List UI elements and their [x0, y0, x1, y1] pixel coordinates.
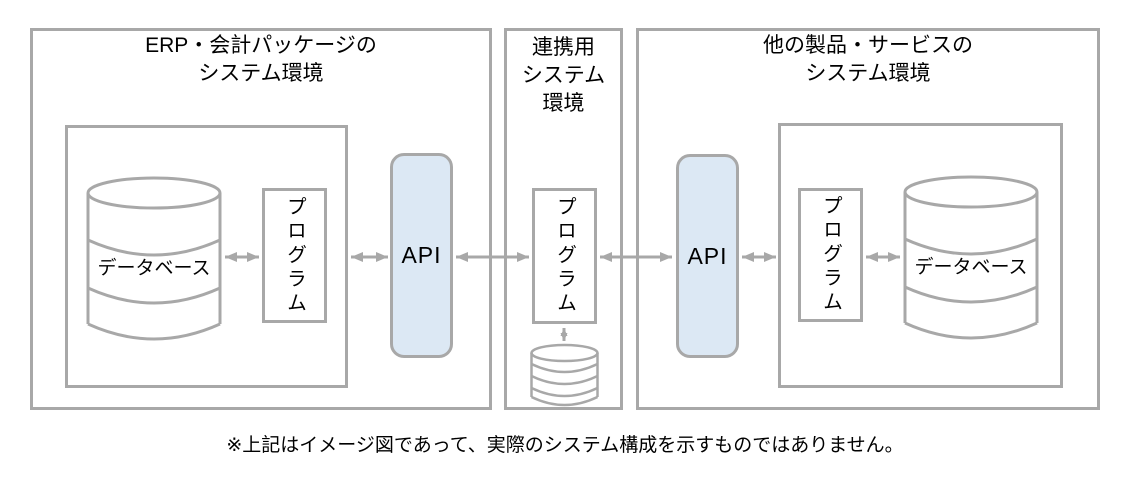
linkage-title-line2: システム [521, 64, 606, 87]
database-cylinder-small-icon [530, 343, 599, 407]
other-program-box: プログラム [798, 188, 863, 322]
linkage-program-label: プログラム [553, 196, 576, 316]
other-section-title: 他の製品・サービスの システム環境 [636, 32, 1100, 88]
linkage-title-line1: 連携用 [532, 36, 595, 59]
other-title-line2: システム環境 [805, 62, 931, 85]
api-left-label: API [401, 242, 442, 268]
database-cylinder-icon [903, 175, 1039, 340]
linkage-title-line3: 環境 [542, 92, 585, 115]
api-left-node: API [390, 153, 453, 358]
api-right-label: API [687, 242, 728, 269]
erp-section-title: ERP・会計パッケージの システム環境 [30, 32, 492, 88]
erp-database-label: データベース [97, 258, 211, 279]
erp-title-line1: ERP・会計パッケージの [145, 34, 377, 57]
erp-title-line2: システム環境 [198, 62, 324, 85]
linkage-program-box: プログラム [532, 188, 597, 324]
api-right-node: API [676, 154, 739, 358]
footnote: ※上記はイメージ図であって、実際のシステム構成を示すものではありません。 [226, 435, 904, 456]
erp-program-label: プログラム [283, 195, 306, 316]
other-title-line1: 他の製品・サービスの [763, 34, 973, 57]
other-program-label: プログラム [819, 195, 842, 315]
linkage-section-title: 連携用 システム 環境 [504, 34, 623, 118]
erp-program-box: プログラム [262, 188, 327, 323]
other-database-label: データベース [914, 257, 1028, 278]
database-cylinder-icon [86, 176, 222, 341]
